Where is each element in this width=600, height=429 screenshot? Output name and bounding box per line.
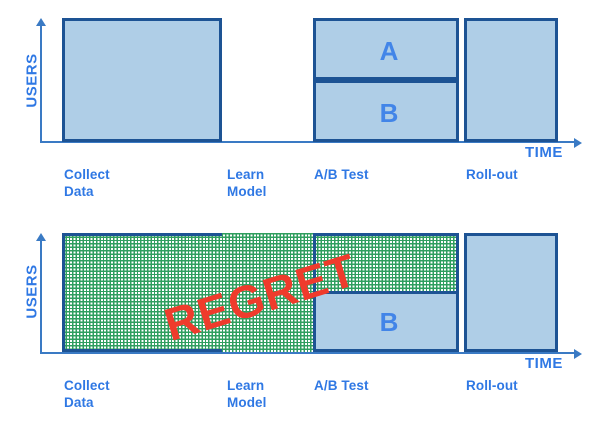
y-axis-label-bottom: USERS — [23, 264, 41, 319]
y-axis-label-top: USERS — [23, 53, 41, 108]
stage-label-roll-out-top: Roll-out — [466, 167, 518, 182]
stage-label-learn-model-top: Learn Model — [227, 167, 267, 199]
block-ab-test-b-bottom: B — [313, 291, 459, 352]
y-axis-line-top — [40, 25, 42, 142]
block-letter-b-bottom: B — [379, 307, 399, 337]
block-roll-out-top — [464, 18, 558, 142]
block-collect-data-top — [62, 18, 222, 142]
regret-border-top-abtest — [313, 233, 459, 236]
stage-label-ab-test-bottom: A/B Test — [314, 378, 369, 393]
y-axis-arrowhead-top — [36, 18, 46, 26]
chart-panel-top: USERS TIME A B Collect Data Learn Model … — [23, 18, 582, 199]
x-axis-arrowhead-top — [574, 138, 582, 148]
block-letter-a: A — [379, 36, 399, 66]
regret-border-right-abtest — [456, 233, 459, 352]
block-roll-out-bottom — [464, 233, 558, 352]
regret-border-top-collect — [62, 233, 222, 236]
stage-label-collect-data-top: Collect Data — [64, 167, 110, 199]
block-ab-test-b-top: B — [313, 80, 459, 142]
stage-label-learn-model-bottom: Learn Model — [227, 378, 267, 410]
stage-label-roll-out-bottom: Roll-out — [466, 378, 518, 393]
x-axis-label-top: TIME — [525, 144, 563, 161]
x-axis-arrowhead-bottom — [574, 349, 582, 359]
y-axis-line-bottom — [40, 240, 42, 353]
x-axis-line-top — [40, 141, 575, 143]
stage-label-collect-data-bottom: Collect Data — [64, 378, 110, 410]
chart-panel-bottom: USERS TIME B REGRET Collect Data Learn M… — [0, 215, 600, 429]
block-ab-test-a-top: A — [313, 18, 459, 80]
stage-label-ab-test-top: A/B Test — [314, 167, 369, 182]
y-axis-arrowhead-bottom — [36, 233, 46, 241]
x-axis-label-bottom: TIME — [525, 355, 563, 372]
regret-border-left-abtest — [313, 233, 316, 293]
block-letter-b: B — [379, 98, 399, 128]
regret-border-bottom-collect — [62, 349, 222, 352]
regret-border-left-collect — [62, 233, 65, 352]
x-axis-line-bottom — [40, 352, 575, 354]
